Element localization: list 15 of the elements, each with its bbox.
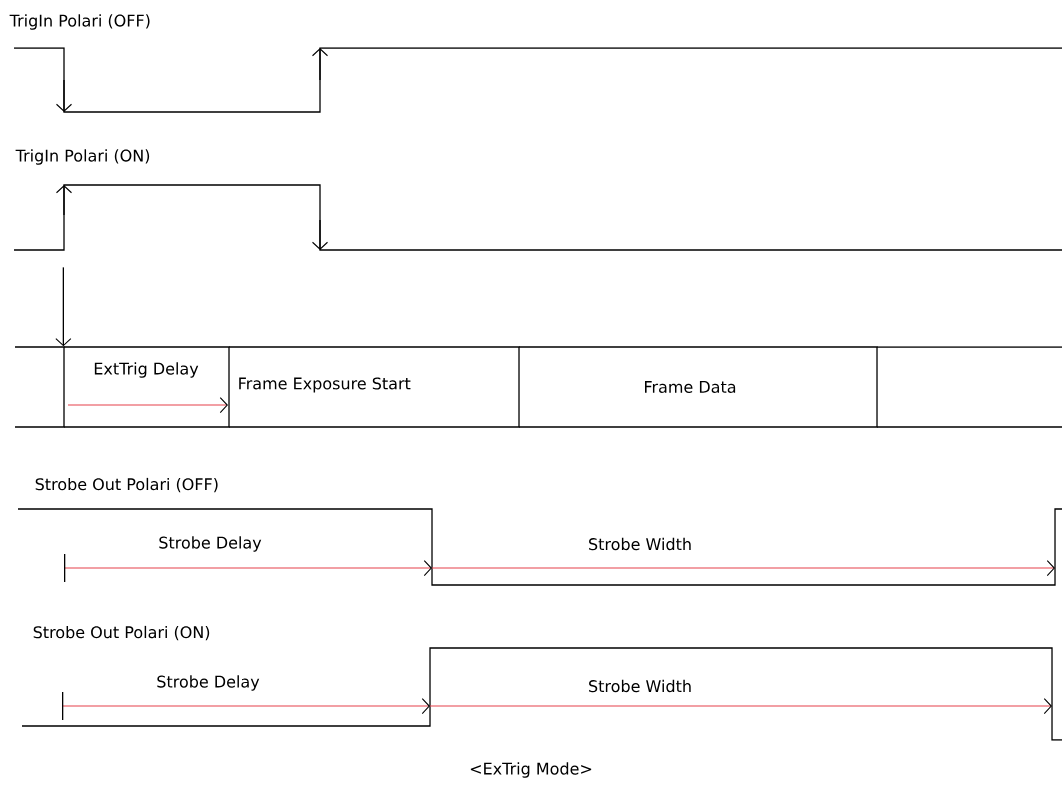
measure-label: Strobe Delay [159, 536, 262, 552]
signal-label: Strobe Out Polari (OFF) [35, 477, 218, 493]
frame-cell: ExtTrig Delay [63, 346, 230, 428]
signal-label: TrigIn Polari (OFF) [9, 14, 150, 30]
caption: <ExTrig Mode> [470, 762, 592, 778]
measure-label: Strobe Width [589, 679, 691, 693]
arrow [55, 266, 72, 347]
signal-label: Strobe Out Polari (ON) [33, 625, 210, 641]
frame-cell: Frame Exposure Start [228, 346, 520, 428]
measure-label: Strobe Width [589, 537, 691, 551]
frame-cell [876, 346, 1062, 428]
measure-label: Strobe Delay [157, 675, 260, 691]
signal-label: TrigIn Polari (ON) [15, 149, 150, 165]
frame-cell: Frame Data [518, 346, 878, 428]
frame-cell [14, 346, 65, 428]
